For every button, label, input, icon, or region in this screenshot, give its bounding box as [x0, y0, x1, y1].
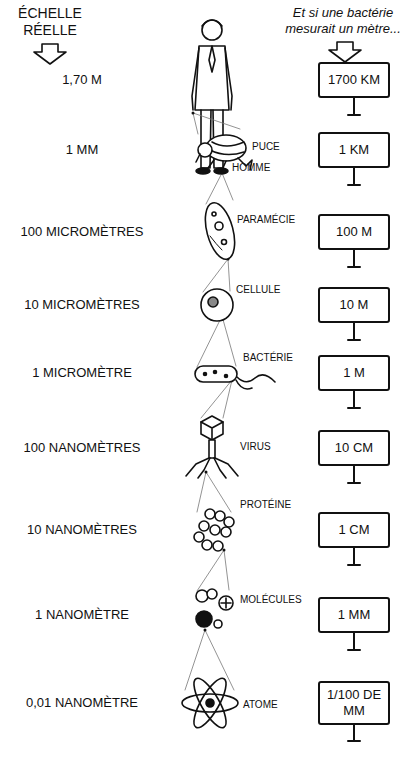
atom-figure [182, 674, 238, 731]
signpost-text: 10 CM [335, 440, 373, 456]
signpost-box: 1 M [318, 355, 390, 391]
scale-label: 10 MICROMÈTRES [2, 297, 162, 313]
paramecium-figure [200, 200, 240, 263]
organism-label: PUCE [252, 141, 280, 153]
cell-figure [201, 289, 233, 321]
bacterium-figure [195, 366, 275, 389]
scale-label: 1 NANOMÈTRE [2, 607, 162, 623]
protein-figure [194, 509, 234, 551]
organism-label: HOMME [232, 162, 270, 174]
signpost-text: 1 MM [338, 607, 371, 623]
scale-label: 100 NANOMÈTRES [2, 440, 162, 456]
signpost-post [348, 98, 360, 741]
organism-label: CELLULE [236, 284, 280, 296]
scale-label: 1 MICROMÈTRE [2, 365, 162, 381]
scale-label: 1 MM [2, 142, 162, 158]
molecule-figure [196, 589, 233, 628]
organism-label: PROTÉINE [240, 499, 291, 511]
signpost-text: 1 KM [339, 142, 369, 158]
heading-text: ÉCHELLE RÉELLE [10, 5, 90, 39]
organism-label: MOLÉCULES [240, 594, 302, 606]
scale-label: 0,01 NANOMÈTRE [2, 695, 162, 711]
organism-label: VIRUS [240, 441, 271, 453]
signpost-text: 10 M [340, 297, 369, 313]
scale-label: 100 MICROMÈTRES [2, 224, 162, 240]
signpost-box: 10 CM [318, 430, 390, 466]
signpost-box: 1 MM [318, 597, 390, 633]
signpost-box: 10 M [318, 287, 390, 323]
signpost-text: 1/100 DE MM [325, 687, 383, 718]
heading-text: Et si une bactérie mesurait un mètre... [270, 5, 416, 36]
virus-figure [186, 416, 238, 478]
down-arrow [329, 42, 361, 62]
signpost-box: 100 M [318, 214, 390, 250]
signpost-box: 1700 KM [318, 62, 390, 98]
down-arrow [34, 44, 66, 64]
signpost-box: 1/100 DE MM [318, 681, 390, 724]
zoom-line [185, 113, 240, 690]
scale-label: 1,70 M [2, 72, 162, 88]
signpost-box: 1 KM [318, 132, 390, 168]
signpost-text: 1 CM [338, 522, 369, 538]
scale-label: 10 NANOMÈTRES [2, 522, 162, 538]
organism-label: PARAMÉCIE [237, 214, 295, 226]
signpost-text: 100 M [336, 224, 372, 240]
signpost-box: 1 CM [318, 512, 390, 548]
signpost-text: 1 M [343, 365, 365, 381]
organism-label: ATOME [243, 699, 278, 711]
signpost-text: 1700 KM [328, 72, 380, 88]
organism-label: BACTÉRIE [243, 352, 293, 364]
